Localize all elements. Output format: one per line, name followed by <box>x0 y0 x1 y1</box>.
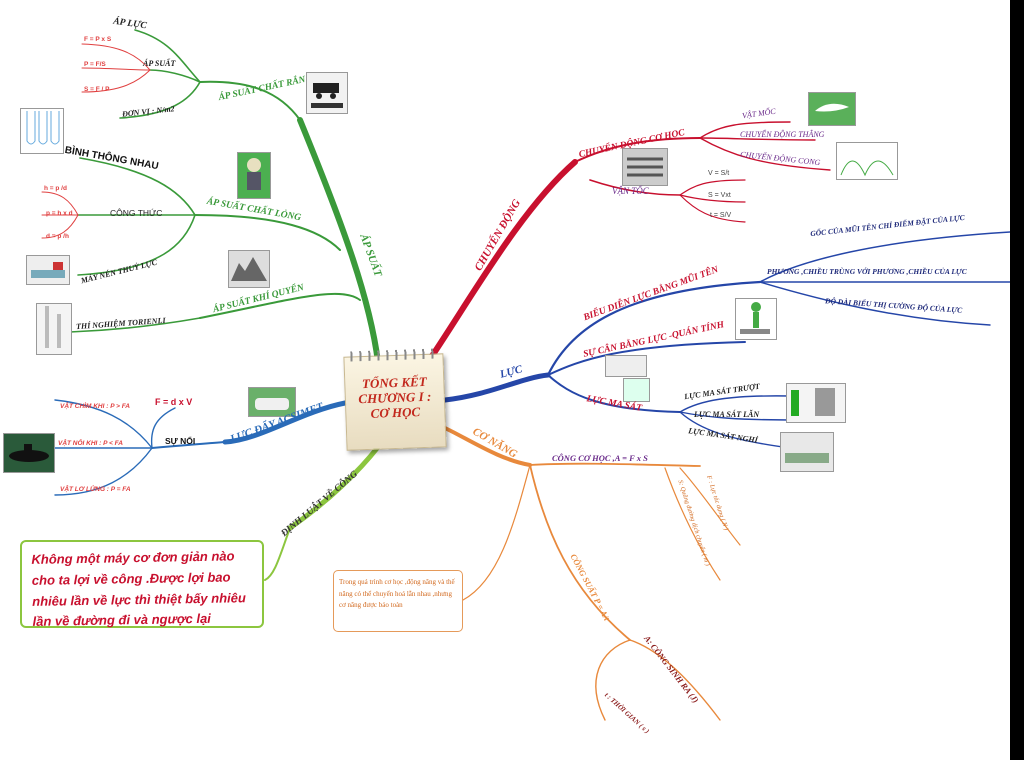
center-title: TỔNG KẾT CHƯƠNG I : CƠ HỌC <box>358 373 432 421</box>
label-chuyen-dong-thang[interactable]: CHUYỂN ĐỘNG THẲNG <box>740 130 825 139</box>
formula-s-vt: S = Vxt <box>708 192 731 199</box>
formula-t-sv: t = S/V <box>710 212 732 219</box>
friction-sliding-picture <box>786 383 846 423</box>
formula-p-fs: P = F/S <box>84 61 106 68</box>
label-cong-co-hoc[interactable]: CÔNG CƠ HỌC ,A = F x S <box>552 453 648 463</box>
air-pressure-picture <box>228 250 270 288</box>
torricelli-picture <box>36 303 72 355</box>
runners-picture <box>622 148 668 186</box>
bird-picture <box>808 92 856 126</box>
label-vat-lo-lung[interactable]: VẬT LƠ LỬNG : P = FA <box>60 486 131 493</box>
trajectory-picture <box>836 142 898 180</box>
label-f-dv[interactable]: F = d x V <box>155 397 193 407</box>
main-branch-luc <box>442 372 551 403</box>
tubes-picture <box>20 108 64 154</box>
formula-f-ps: F = P x S <box>84 36 112 43</box>
co-nang-note-text: Trong quá trình cơ học ,động năng và thế… <box>339 578 455 610</box>
formula-p-hd: p = h x d <box>46 210 73 217</box>
locomotive-picture <box>306 72 348 114</box>
label-van-toc[interactable]: VẬN TỐC <box>612 186 649 196</box>
main-branch-ap-suat <box>297 117 381 365</box>
label-phuong-chieu[interactable]: PHƯƠNG ,CHIỀU TRÙNG VỚI PHƯƠNG ,CHIỀU CỦ… <box>767 267 967 276</box>
friction-static-picture <box>780 432 834 472</box>
dinh-luat-note-text: Không một máy cơ đơn giản nào cho ta lợi… <box>31 548 246 630</box>
main-branch-co-nang <box>443 426 532 467</box>
formula-v-st: V = S/t <box>708 170 730 177</box>
center-topic[interactable]: TỔNG KẾT CHƯƠNG I : CƠ HỌC <box>343 348 447 451</box>
formula-h-pd: h = p /d <box>44 185 67 192</box>
label-ma-sat-lan[interactable]: LỰC MA SÁT LĂN <box>694 410 760 419</box>
formula-d-ph: d = p /h <box>46 233 69 240</box>
label-su-noi[interactable]: SỰ NỔI <box>165 436 196 446</box>
balance-picture <box>735 298 777 340</box>
label-vat-chim[interactable]: VẬT CHÌM KHI : P > FA <box>60 403 130 410</box>
dinh-luat-note[interactable]: Không một máy cơ đơn giản nào cho ta lợi… <box>20 540 264 629</box>
formula-s-fp: S = F / P <box>84 86 110 93</box>
main-branch-acsimet <box>222 400 348 445</box>
main-branch-dinh-luat <box>287 444 381 531</box>
notebook-rings <box>350 348 437 362</box>
bathtub-picture <box>248 387 296 417</box>
submarine-picture <box>3 433 55 473</box>
friction-picture-1 <box>605 355 647 377</box>
label-cong-thuc[interactable]: CÔNG THỨC <box>110 208 163 218</box>
diver-picture <box>237 152 271 199</box>
co-nang-note[interactable]: Trong quá trình cơ học ,động năng và thế… <box>333 570 463 632</box>
label-vat-noi[interactable]: VẬT NỔI KHI : P < FA <box>58 440 123 447</box>
hydraulic-picture <box>26 255 70 285</box>
label-ap-suat-formula[interactable]: ÁP SUẤT <box>143 59 176 68</box>
main-branch-chuyen-dong <box>425 159 578 365</box>
friction-picture-2 <box>623 378 650 402</box>
